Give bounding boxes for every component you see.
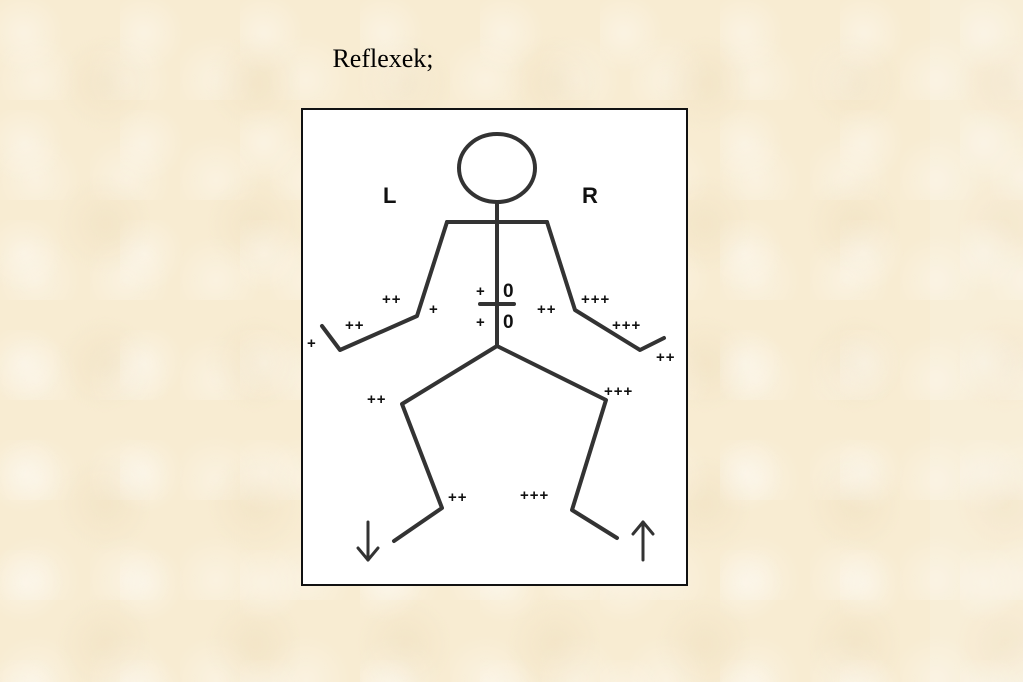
background-edge-strip xyxy=(930,0,1023,682)
grade-knee-left: ++ xyxy=(367,391,387,408)
grade-triceps-left: ++ xyxy=(345,317,365,334)
grade-biceps-left: ++ xyxy=(382,291,402,308)
slide-title: Reflexek; xyxy=(332,44,434,73)
plantar-right-up-arrow-icon xyxy=(631,520,655,562)
grade-finger-left: + xyxy=(307,335,317,352)
side-label-left: L xyxy=(383,183,396,208)
grade-finger-right: ++ xyxy=(656,349,676,366)
figure-right-leg xyxy=(495,344,619,540)
grade-ankle-right: +++ xyxy=(520,487,549,504)
grade-knee-right: +++ xyxy=(604,383,633,400)
figure-left-arm xyxy=(320,220,449,352)
figure-left-leg xyxy=(392,344,499,543)
grade-brachioradialis-left: + xyxy=(429,301,439,318)
figure-head xyxy=(457,132,537,204)
grade-abdominal-upper-right: 0 xyxy=(503,281,514,302)
grade-brachioradialis-right: ++ xyxy=(537,301,557,318)
grade-abdominal-lower-left: + xyxy=(476,314,486,331)
grade-abdominal-upper-left: + xyxy=(476,283,486,300)
side-label-right: R xyxy=(582,183,598,208)
grade-ankle-left: ++ xyxy=(448,489,468,506)
figure-right-arm xyxy=(545,220,666,352)
plantar-left-down-arrow-icon xyxy=(356,520,380,562)
grade-biceps-right: +++ xyxy=(581,291,610,308)
grade-abdominal-lower-right: 0 xyxy=(503,312,514,333)
grade-triceps-right: +++ xyxy=(612,317,641,334)
reflex-diagram-panel xyxy=(301,108,688,586)
